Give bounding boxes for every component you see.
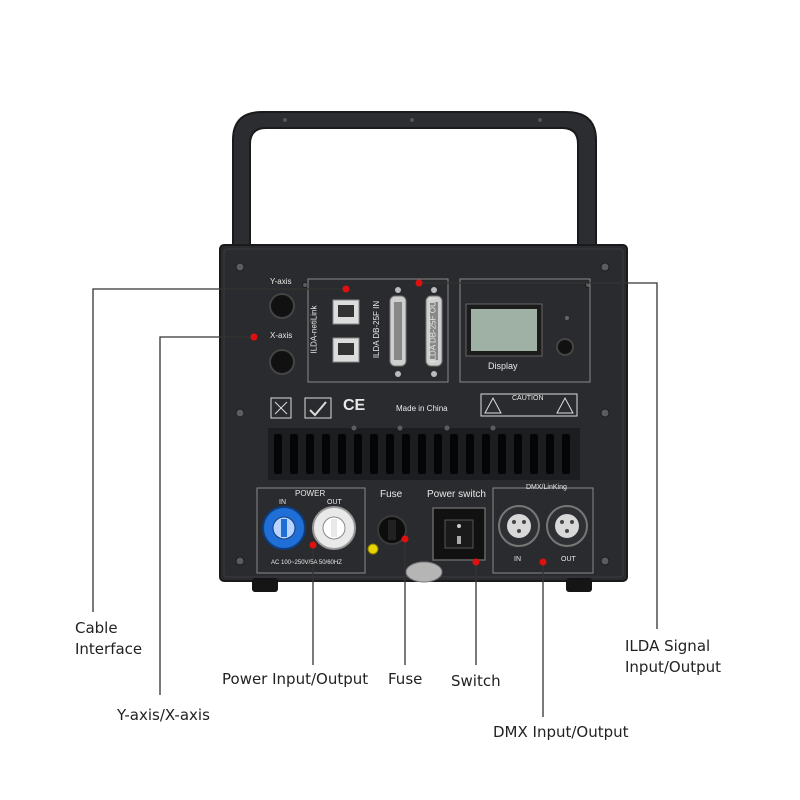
callout-switch: Switch xyxy=(451,672,501,690)
display-section xyxy=(459,278,591,383)
weee-mark xyxy=(270,397,292,419)
vent-slot xyxy=(370,434,378,474)
vent-screws xyxy=(351,425,496,431)
foot xyxy=(252,578,278,592)
made-in-label: Made in China xyxy=(396,404,448,413)
vent-slot xyxy=(338,434,346,474)
y-axis-label: Y-axis xyxy=(270,277,292,286)
vent-slot xyxy=(402,434,410,474)
marker-switch xyxy=(472,558,480,566)
vent-slot xyxy=(354,434,362,474)
callout-markers xyxy=(250,279,547,566)
warning-icon xyxy=(484,396,502,414)
vent-slot xyxy=(530,434,538,474)
callout-dmx-io: DMX Input/Output xyxy=(493,723,629,741)
marker-dmx-io xyxy=(539,558,547,566)
y-axis-knob[interactable] xyxy=(269,293,295,319)
x-axis-label: X-axis xyxy=(270,331,293,340)
ilda-in-label: ILDA DB-25F IN xyxy=(372,300,382,359)
marker-ilda-signal xyxy=(415,279,423,287)
carry-handle xyxy=(232,111,597,249)
vent-slot xyxy=(322,434,330,474)
ilda-network-label: ILDA-netiLink xyxy=(309,305,319,354)
vent-slot xyxy=(498,434,506,474)
display-knob[interactable] xyxy=(556,338,574,356)
warning-icon xyxy=(556,396,574,414)
rj45-port[interactable] xyxy=(332,337,360,363)
callout-y-x-axis: Y-axis/X-axis xyxy=(117,706,210,724)
marker-y-x-axis xyxy=(250,333,258,341)
vent-slot xyxy=(290,434,298,474)
dmx-in-label: IN xyxy=(514,556,521,563)
marker-power-io xyxy=(309,541,317,549)
display-label: Display xyxy=(488,361,518,371)
callout-fuse: Fuse xyxy=(388,670,423,688)
power-out-label: OUT xyxy=(327,499,342,506)
vent-slot xyxy=(434,434,442,474)
callout-cable-interface: Cable Interface xyxy=(75,619,143,658)
vent-slot xyxy=(546,434,554,474)
power-section-label: POWER xyxy=(295,489,326,498)
rohs-mark xyxy=(304,397,332,419)
vent-slot xyxy=(418,434,426,474)
power-in-label: IN xyxy=(279,499,286,506)
vent-slot xyxy=(306,434,314,474)
lcd-screen xyxy=(471,309,537,351)
callout-ilda-signal: ILDA Signal Input/Output xyxy=(625,637,721,676)
ilda-out-label: ILDA DB-25F OUT xyxy=(428,296,438,363)
power-rating-label: AC 100~250V/5A 50/60HZ xyxy=(271,560,342,566)
vent-slot xyxy=(562,434,570,474)
status-led xyxy=(367,543,379,555)
power-section xyxy=(256,487,366,574)
dmx-out-label: OUT xyxy=(561,556,576,563)
vent-slots xyxy=(274,434,570,474)
marker-fuse xyxy=(401,535,409,543)
caution-box xyxy=(480,393,578,417)
x-axis-knob[interactable] xyxy=(269,349,295,375)
mount-bracket xyxy=(405,561,443,583)
caution-label: CAUTION xyxy=(512,395,544,402)
callout-power-io: Power Input/Output xyxy=(222,670,369,688)
leader-lines xyxy=(92,282,658,717)
leader-y-x-axis xyxy=(159,336,254,695)
ilda-section xyxy=(307,278,449,383)
vent-slot xyxy=(482,434,490,474)
vent-slot xyxy=(466,434,474,474)
vent-slot xyxy=(514,434,522,474)
fuse-panel-label: Fuse xyxy=(380,489,403,500)
dmx-section-label: DMX/LinKing xyxy=(526,484,567,491)
foot xyxy=(566,578,592,592)
leader-ilda-signal xyxy=(419,282,658,629)
leader-cable-interface xyxy=(92,288,346,612)
marker-cable-interface xyxy=(342,285,350,293)
vent-slot xyxy=(450,434,458,474)
ce-mark: CE xyxy=(343,397,366,414)
power-switch-panel-label: Power switch xyxy=(427,489,486,500)
vent-slot xyxy=(386,434,394,474)
vent-slot xyxy=(274,434,282,474)
